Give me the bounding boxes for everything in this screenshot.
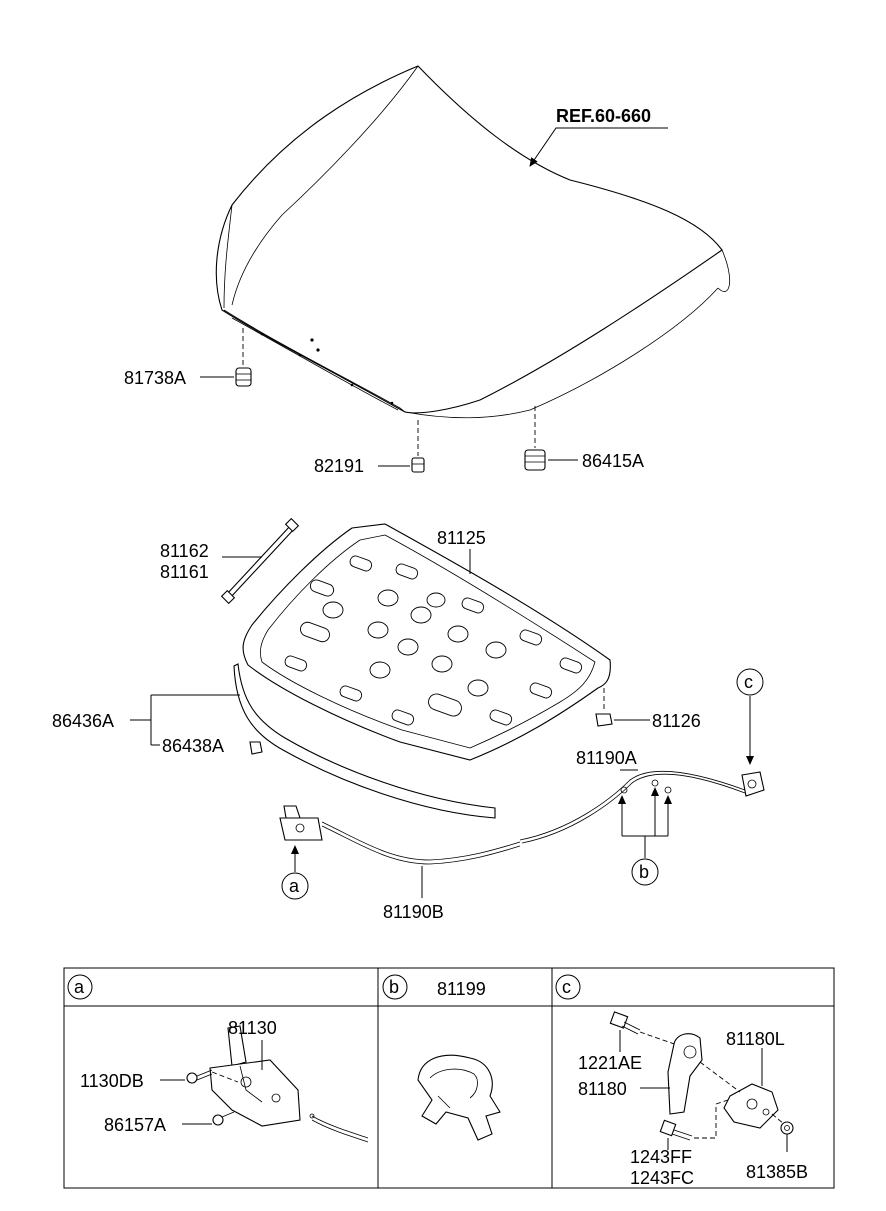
grommet-82191 [411,457,425,473]
part-label-86436A: 86436A [52,711,114,731]
hood-stay-rod [220,517,300,605]
svg-text:a: a [74,977,85,997]
svg-text:a: a [289,876,300,896]
bolt-1243FF [659,1119,693,1141]
part-label-81385B: 81385B [746,1162,808,1182]
callout-b: b [631,858,659,886]
bracket-81180L [723,1083,779,1129]
bumper-81738A [235,367,252,387]
part-label-81125: 81125 [437,528,486,548]
part-label-1221AE: 1221AE [578,1053,642,1073]
cable-clip-81199 [417,1054,501,1141]
bolt-1130DB [186,1069,213,1084]
part-label-81180L: 81180L [726,1029,785,1049]
clip-81126 [595,713,613,727]
part-label-81738A: 81738A [124,368,186,388]
hood-panel [215,65,731,419]
bolt-1221AE [609,1011,641,1035]
svg-text:c: c [562,977,571,997]
part-label-81126: 81126 [652,711,701,731]
weatherstrip-86436A [233,663,496,819]
bumper-86415A [524,449,546,471]
svg-text:b: b [389,977,399,997]
hood-latch [279,805,323,841]
table-header-b: b [382,974,408,1000]
part-label-1243FF: 1243FF [630,1147,692,1167]
hood-lever-assembly [741,771,765,797]
svg-text:b: b [639,862,649,882]
part-label-81130: 81130 [228,1018,277,1038]
callout-c: c [736,668,764,696]
callout-a: a [281,872,309,900]
part-label-86157A: 86157A [104,1115,166,1135]
part-label-86415A: 86415A [582,451,644,471]
part-label-1243FC: 1243FC [630,1168,694,1188]
part-label-81190A: 81190A [576,748,637,768]
part-label-1130DB: 1130DB [80,1071,144,1091]
table-header-81199: 81199 [437,979,486,999]
clip-86438A [249,741,263,755]
reference-label: REF.60-660 [556,106,651,126]
nut-81385B [780,1121,794,1135]
lever-81180 [667,1033,703,1115]
part-label-81162: 81162 [160,541,209,561]
parts-detail-table [63,967,835,1189]
table-header-a: a [67,974,93,1000]
part-label-82191: 82191 [314,456,364,476]
part-label-81190B: 81190B [383,902,444,922]
part-label-86438A: 86438A [162,736,224,756]
latch-detail [209,1025,369,1143]
hood-insulator-panel [242,523,611,761]
table-header-c: c [555,974,581,1000]
part-label-81180: 81180 [578,1079,627,1099]
svg-text:c: c [744,672,753,692]
bolt-86157A [212,1111,235,1126]
part-label-81161: 81161 [160,562,209,582]
